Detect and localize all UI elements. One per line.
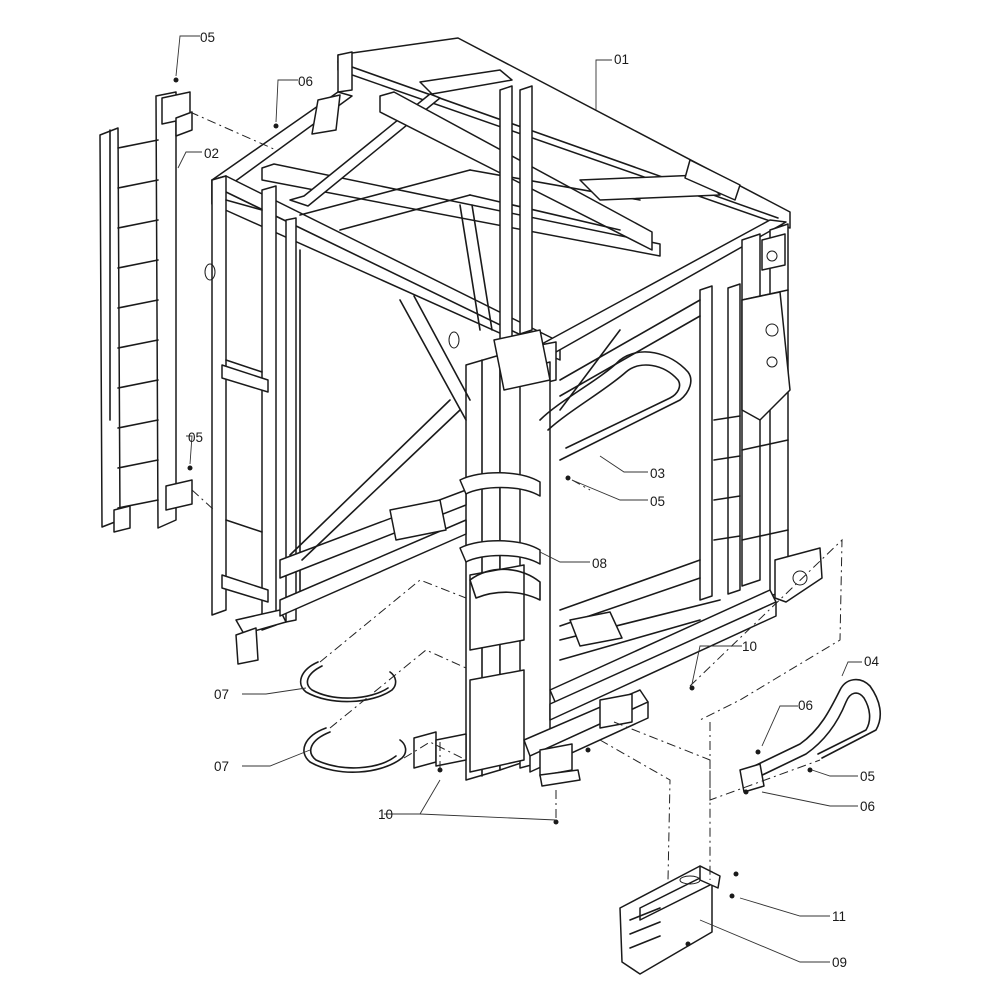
callout-06-top: 06 bbox=[298, 74, 313, 89]
callout-07-lower: 07 bbox=[214, 759, 229, 774]
callout-04: 04 bbox=[864, 654, 880, 669]
assembly-lines bbox=[189, 111, 843, 881]
main-frame bbox=[204, 37, 823, 787]
leader-lines bbox=[175, 35, 862, 963]
callout-05-center: 05 bbox=[650, 494, 665, 509]
callout-07-upper: 07 bbox=[214, 687, 229, 702]
step-bracket bbox=[619, 865, 721, 975]
callout-01: 01 bbox=[614, 52, 629, 67]
side-handle bbox=[739, 678, 882, 793]
straps bbox=[299, 661, 407, 773]
callout-09: 09 bbox=[832, 955, 847, 970]
callout-08: 08 bbox=[592, 556, 607, 571]
callout-10-bottom: 10 bbox=[378, 807, 393, 822]
callout-05-right: 05 bbox=[860, 769, 875, 784]
callout-10-right: 10 bbox=[742, 639, 757, 654]
callout-labels: 05 06 01 02 05 03 05 08 07 07 10 10 04 0… bbox=[188, 30, 880, 970]
cradle-brackets bbox=[459, 472, 541, 601]
callout-06-right-upper: 06 bbox=[798, 698, 813, 713]
ladder bbox=[99, 91, 193, 533]
callout-05-left: 05 bbox=[188, 430, 203, 445]
callout-06-right-lower: 06 bbox=[860, 799, 875, 814]
handle-bar bbox=[539, 351, 692, 461]
callout-05-top-left: 05 bbox=[200, 30, 215, 45]
callout-02: 02 bbox=[204, 146, 219, 161]
callout-03: 03 bbox=[650, 466, 665, 481]
callout-11: 11 bbox=[832, 909, 846, 924]
fasteners bbox=[173, 77, 813, 947]
